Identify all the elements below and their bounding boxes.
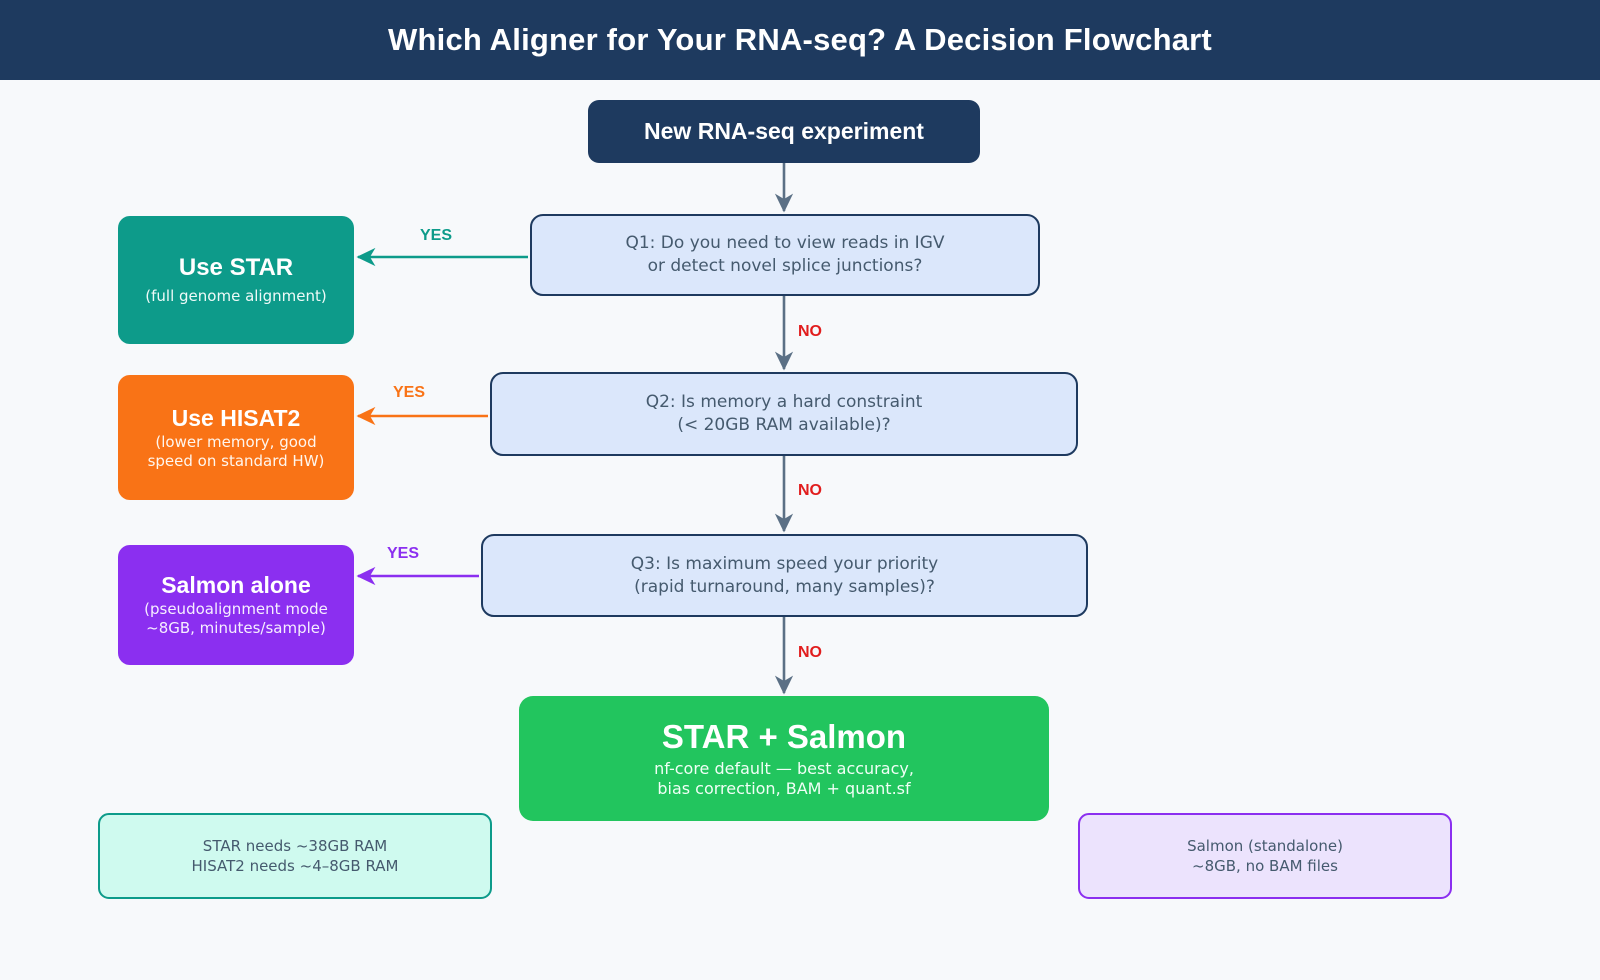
node-final-title: STAR + Salmon (661, 717, 907, 755)
node-star-title: Use STAR (178, 253, 294, 281)
note-memory-requirements: STAR needs ~38GB RAM HISAT2 needs ~4–8GB… (98, 813, 492, 899)
node-outcome-salmon-alone[interactable]: Salmon alone (pseudoalignment mode ~8GB,… (118, 545, 354, 665)
edge-label-yes-q2: YES (393, 384, 426, 401)
node-outcome-star[interactable]: Use STAR (full genome alignment) (118, 216, 354, 344)
note-salmon-text: Salmon (standalone) ~8GB, no BAM files (1187, 836, 1343, 875)
edge-label-no-q3: NO (798, 644, 822, 661)
node-question-q3[interactable]: Q3: Is maximum speed your priority (rapi… (481, 534, 1088, 617)
edge-label-yes-q3: YES (387, 545, 420, 562)
node-q1-text: Q1: Do you need to view reads in IGV or … (625, 233, 945, 276)
node-outcome-star-salmon[interactable]: STAR + Salmon nf-core default — best acc… (519, 696, 1049, 821)
node-outcome-hisat2[interactable]: Use HISAT2 (lower memory, good speed on … (118, 375, 354, 500)
node-salmon-subtitle: (pseudoalignment mode ~8GB, minutes/samp… (144, 600, 328, 638)
node-final-subtitle: nf-core default — best accuracy, bias co… (654, 759, 914, 799)
node-question-q2[interactable]: Q2: Is memory a hard constraint (< 20GB … (490, 372, 1078, 456)
note-salmon-requirements: Salmon (standalone) ~8GB, no BAM files (1078, 813, 1452, 899)
edge-label-no-q2: NO (798, 482, 822, 499)
note-memory-text: STAR needs ~38GB RAM HISAT2 needs ~4–8GB… (191, 836, 399, 875)
node-hisat2-title: Use HISAT2 (171, 404, 301, 431)
node-start-experiment[interactable]: New RNA-seq experiment (588, 100, 980, 163)
node-salmon-title: Salmon alone (161, 572, 311, 599)
node-star-subtitle: (full genome alignment) (145, 287, 327, 306)
node-q2-text: Q2: Is memory a hard constraint (< 20GB … (645, 392, 923, 435)
node-question-q1[interactable]: Q1: Do you need to view reads in IGV or … (530, 214, 1040, 296)
edge-label-no-q1: NO (798, 323, 822, 340)
node-q3-text: Q3: Is maximum speed your priority (rapi… (630, 553, 939, 597)
node-hisat2-subtitle: (lower memory, good speed on standard HW… (147, 432, 325, 470)
page-title: Which Aligner for Your RNA-seq? A Decisi… (388, 22, 1212, 57)
node-start-label: New RNA-seq experiment (644, 118, 924, 145)
flowchart-canvas: YES YES YES NO NO NO New RNA-seq experim… (0, 80, 1600, 980)
title-bar: Which Aligner for Your RNA-seq? A Decisi… (0, 0, 1600, 80)
edge-label-yes-q1: YES (420, 227, 453, 244)
